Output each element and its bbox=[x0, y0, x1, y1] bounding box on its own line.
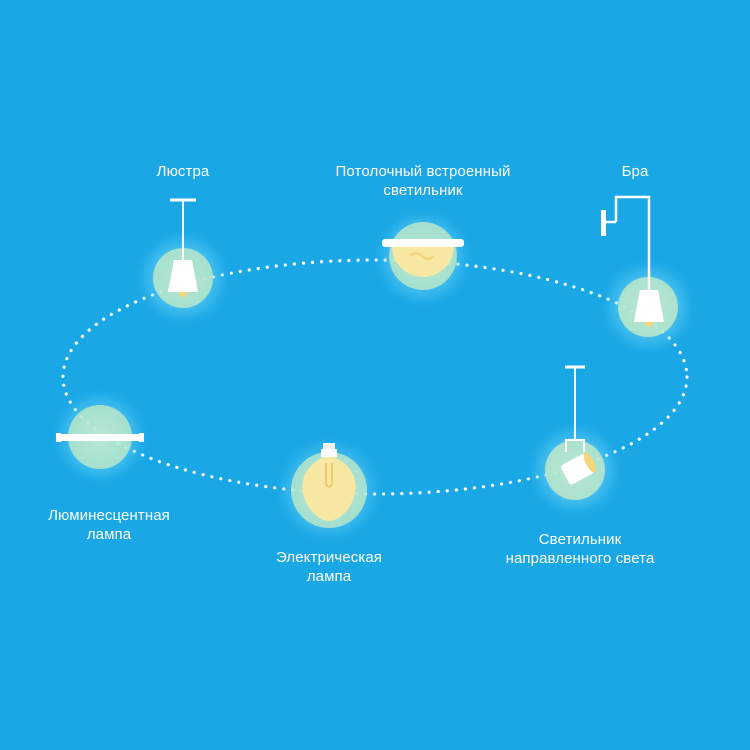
wall-sconce-icon bbox=[601, 195, 664, 327]
spotlight-node bbox=[525, 365, 625, 520]
spotlight-icon bbox=[561, 365, 597, 485]
ceiling-recessed-light-icon bbox=[382, 239, 464, 277]
label-fluorescent: Люминесцентная лампа bbox=[48, 507, 170, 543]
fluorescent-node bbox=[50, 387, 150, 487]
label-ceiling-recessed: Потолочный встроенный светильник bbox=[335, 163, 511, 199]
ceiling-recessed-node bbox=[371, 206, 475, 310]
label-spotlight: Светильник направленного света bbox=[505, 531, 655, 567]
sconce-node bbox=[598, 195, 698, 357]
bulb-node bbox=[273, 434, 385, 546]
fluorescent-lamp-icon bbox=[56, 433, 144, 442]
light-bulb-icon bbox=[302, 443, 356, 521]
label-bulb: Электрическая лампа bbox=[275, 549, 382, 585]
chandelier-icon bbox=[168, 198, 198, 297]
chandelier-node bbox=[133, 198, 233, 328]
label-chandelier: Люстра bbox=[156, 163, 210, 180]
label-sconce: Бра bbox=[621, 163, 649, 180]
